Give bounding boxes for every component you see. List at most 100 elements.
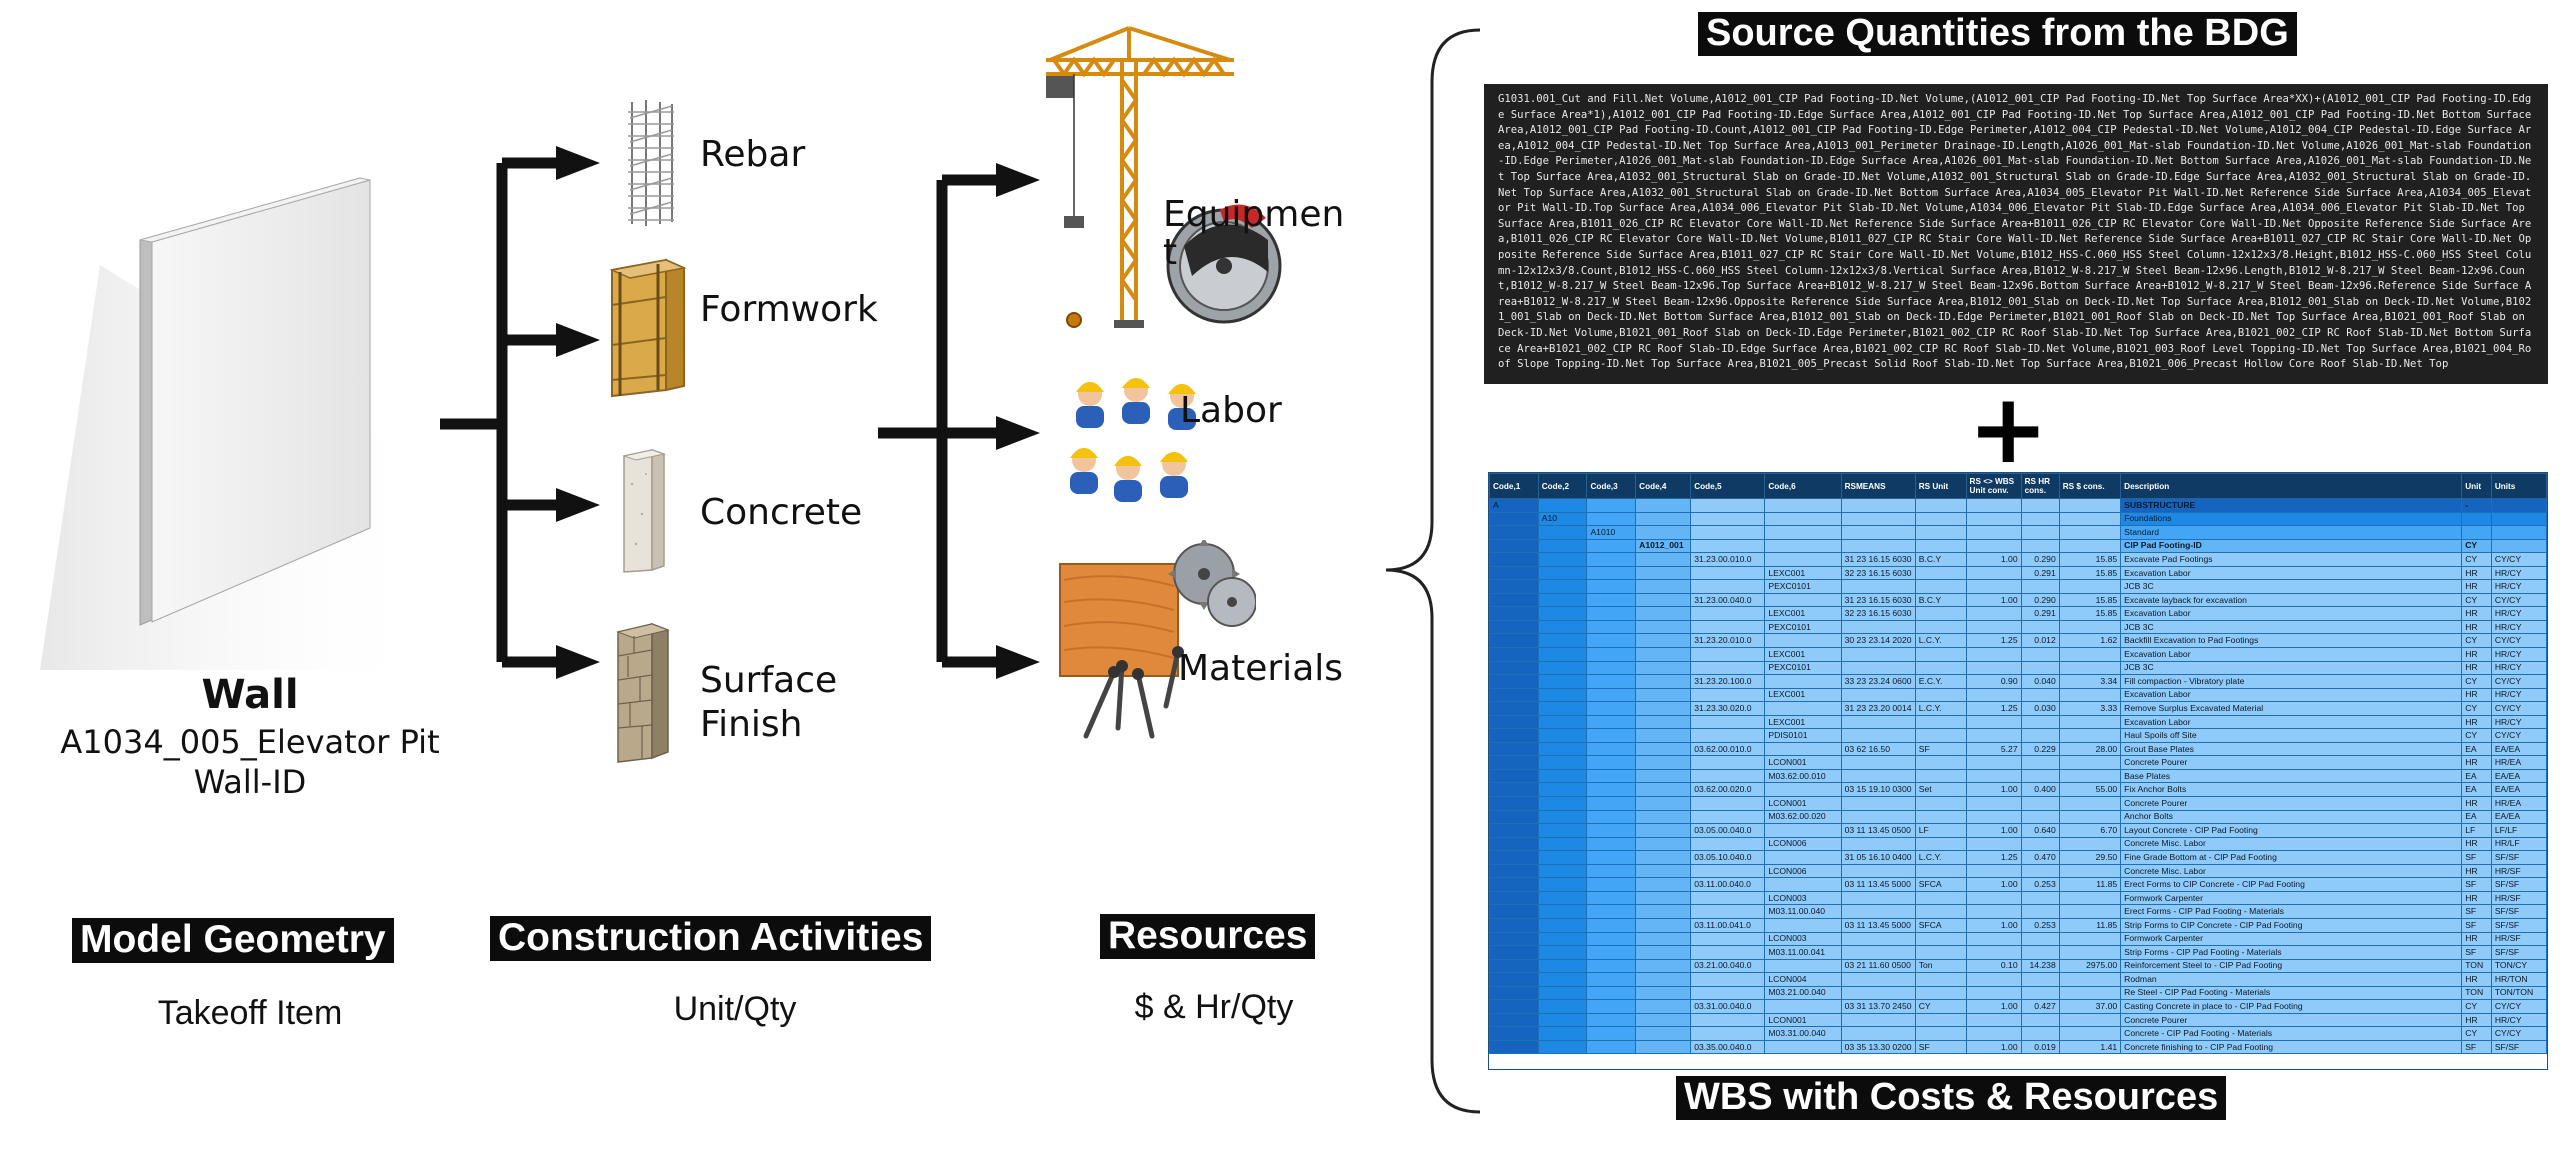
table-cell: Concrete - CIP Pad Footing - Materials [2120, 1026, 2463, 1041]
table-cell: 2975.00 [2058, 958, 2122, 974]
table-cell: 31 05 16.10 0400 [1840, 850, 1916, 865]
table-cell [1965, 538, 2022, 554]
plus-sign: + [1968, 373, 2049, 485]
arrowhead-rebar [556, 146, 600, 180]
table-cell: 31.23.00.010.0 [1690, 552, 1766, 567]
wbs-column-header: Unit [2461, 473, 2492, 499]
table-cell [1635, 606, 1692, 621]
table-cell [1840, 619, 1916, 635]
table-cell [1635, 565, 1692, 581]
table-cell: 1.00 [1965, 1039, 2022, 1055]
table-cell: 03.62.00.020.0 [1690, 782, 1766, 798]
table-cell: HR [2461, 687, 2492, 703]
table-cell [1914, 863, 1967, 879]
table-cell [1690, 647, 1766, 662]
wall-id: A1034_005_Elevator Pit Wall-ID [20, 722, 480, 802]
table-cell [1537, 809, 1588, 825]
table-cell [1965, 768, 2022, 784]
table-cell: 31 23 23.20 0014 [1840, 701, 1916, 716]
table-cell [1635, 592, 1692, 608]
table-cell [1965, 985, 2022, 1001]
table-cell [1965, 836, 2022, 852]
table-cell [2058, 809, 2122, 825]
table-cell [1635, 741, 1692, 757]
table-cell [1489, 836, 1539, 852]
table-cell [1537, 714, 1588, 730]
table-cell: Haul Spoils off Site [2120, 728, 2463, 743]
table-cell: SF [1914, 1039, 1967, 1055]
table-cell [1840, 538, 1916, 554]
table-cell [1635, 931, 1692, 947]
table-cell [1537, 863, 1588, 879]
table-cell: Concrete Misc. Labor [2120, 863, 2463, 879]
table-cell [1635, 836, 1692, 852]
table-cell: HR/CY [2490, 579, 2547, 594]
table-cell: - [2461, 498, 2492, 513]
table-cell [1690, 796, 1766, 811]
table-cell [2058, 525, 2122, 540]
table-cell: HR [2461, 647, 2492, 662]
table-cell [1764, 525, 1842, 540]
table-cell: Strip Forms - CIP Pad Footing - Material… [2120, 945, 2463, 960]
table-cell: HR/CY [2490, 619, 2547, 635]
table-cell: HR [2461, 579, 2492, 594]
table-cell [1489, 796, 1539, 811]
table-cell: JCB 3C [2120, 660, 2463, 676]
table-cell: CY [2461, 674, 2492, 689]
table-cell [1914, 945, 1967, 960]
table-cell [1489, 972, 1539, 987]
table-cell: CY/CY [2490, 999, 2547, 1014]
table-cell [2490, 538, 2547, 554]
table-cell [1537, 647, 1588, 662]
table-cell [2020, 525, 2060, 540]
table-cell: SF/SF [2490, 850, 2547, 865]
table-cell [2020, 836, 2060, 852]
table-cell [1586, 972, 1637, 987]
table-cell [1586, 877, 1637, 892]
table-cell: EA/EA [2490, 768, 2547, 784]
table-cell: 1.00 [1965, 823, 2022, 838]
table-cell: SF [1914, 741, 1967, 757]
table-cell [1635, 917, 1692, 933]
table-cell [2058, 1026, 2122, 1041]
table-cell [1489, 565, 1539, 581]
table-cell: JCB 3C [2120, 579, 2463, 594]
wbs-column-header: Code,2 [1537, 473, 1588, 499]
table-cell: 33 23 23.24 0600 [1840, 674, 1916, 689]
table-cell: SF [2461, 1039, 2492, 1055]
table-cell [1635, 552, 1692, 567]
table-cell [1840, 985, 1916, 1001]
table-cell: LEXC001 [1764, 647, 1842, 662]
table-cell [1840, 972, 1916, 987]
table-cell: EA [2461, 782, 2492, 798]
table-cell [1690, 565, 1766, 581]
table-cell: A1010 [1586, 525, 1637, 540]
table-cell [1635, 619, 1692, 635]
connector-arrows [440, 146, 1040, 679]
table-cell: PEXC0101 [1764, 579, 1842, 594]
table-cell: PEXC0101 [1764, 619, 1842, 635]
table-cell: Base Plates [2120, 768, 2463, 784]
table-cell [1914, 972, 1967, 987]
table-cell [1537, 728, 1588, 743]
table-cell: HR/CY [2490, 660, 2547, 676]
table-cell [2020, 579, 2060, 594]
table-cell: HR/CY [2490, 565, 2547, 581]
table-cell [1840, 687, 1916, 703]
table-cell [1965, 1012, 2022, 1028]
table-cell [2058, 647, 2122, 662]
table-cell: 1.00 [1965, 917, 2022, 933]
table-cell: PEXC0101 [1764, 660, 1842, 676]
table-cell [1635, 674, 1692, 689]
table-cell: L.C.Y. [1914, 701, 1967, 716]
table-cell [1690, 511, 1766, 527]
